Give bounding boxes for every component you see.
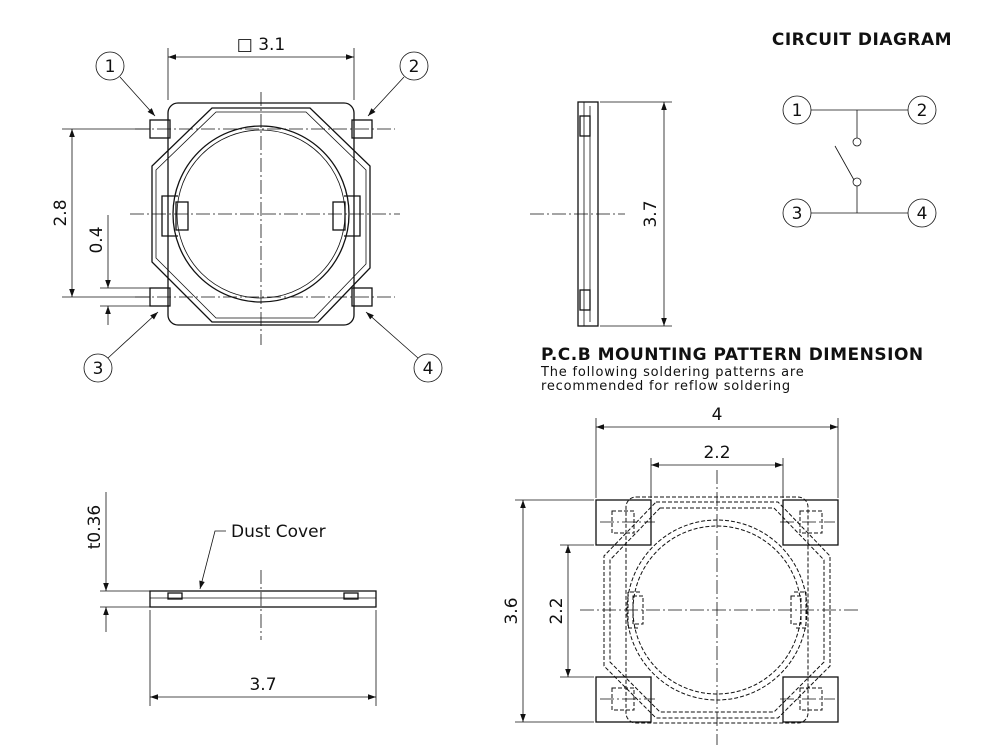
switch-cover [151, 107, 371, 323]
side-view: 3.7 [530, 101, 672, 327]
dust-cover-label: Dust Cover [231, 522, 326, 542]
front-view: t0.36 Dust Cover 3.7 [85, 492, 377, 706]
pcb-header: P.C.B MOUNTING PATTERN DIMENSION The fol… [540, 345, 924, 394]
top-view-lead-dimension: 0.4 [87, 226, 107, 253]
pcb-note-line-1: The following soldering patterns are [540, 365, 805, 380]
svg-text:3: 3 [93, 359, 104, 379]
solder-pads [595, 499, 839, 723]
callout-2: 2 [367, 51, 429, 117]
pcb-note-line-2: recommended for reflow soldering [541, 379, 791, 394]
circuit-terminal-3: 3 [792, 204, 803, 224]
callout-3: 3 [83, 311, 159, 383]
svg-text:1: 1 [105, 57, 116, 77]
circuit-terminal-4: 4 [917, 204, 928, 224]
pcb-pattern: 4 2.2 3.6 2.2 [502, 405, 860, 745]
pcb-inner-height-dimension: 2.2 [547, 597, 567, 624]
circuit-diagram-title: CIRCUIT DIAGRAM [772, 30, 952, 50]
top-view-width-dimension: □ 3.1 [237, 35, 286, 55]
circuit-diagram: CIRCUIT DIAGRAM 1 2 3 4 [772, 30, 952, 228]
pcb-outer-width-dimension: 4 [712, 405, 723, 425]
top-view-pitch-dimension: 2.8 [51, 199, 71, 226]
callout-1: 1 [95, 51, 156, 117]
pcb-title: P.C.B MOUNTING PATTERN DIMENSION [541, 345, 924, 365]
top-view: □ 3.1 2.8 0.4 1 2 3 4 [51, 35, 443, 383]
circuit-terminal-2: 2 [917, 101, 928, 121]
pcb-outer-height-dimension: 3.6 [502, 597, 522, 624]
front-view-length-dimension: 3.7 [249, 675, 276, 695]
pcb-inner-width-dimension: 2.2 [703, 443, 730, 463]
callout-4: 4 [365, 311, 443, 383]
circuit-terminal-1: 1 [792, 101, 803, 121]
svg-text:4: 4 [423, 359, 434, 379]
side-view-length-dimension: 3.7 [641, 200, 661, 227]
svg-text:2: 2 [409, 57, 420, 77]
front-view-thickness-dimension: t0.36 [85, 505, 105, 550]
